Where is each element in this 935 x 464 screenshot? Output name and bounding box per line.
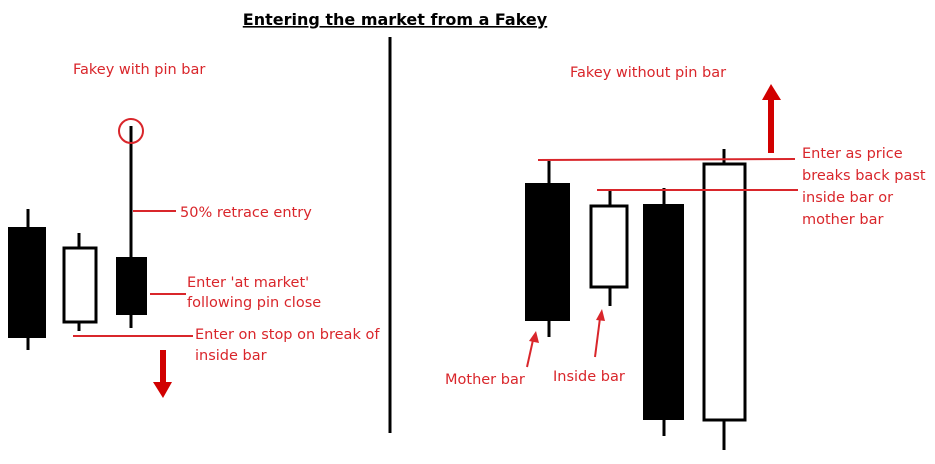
right-panel: Fakey without pin bar Enter as price bre… bbox=[445, 65, 926, 450]
candle-pin-bar bbox=[116, 126, 147, 328]
inside-bar-label: Inside bar bbox=[553, 369, 625, 385]
mother-bar-pointer-arrow-icon bbox=[526, 331, 539, 368]
candle-reversal bbox=[702, 149, 747, 450]
pin-high-circle bbox=[118, 118, 144, 144]
up-arrow-icon bbox=[762, 84, 781, 153]
right-panel-heading: Fakey without pin bar bbox=[570, 65, 726, 81]
inside-bar-pointer-arrow-icon bbox=[594, 309, 605, 358]
retrace-label: 50% retrace entry bbox=[180, 205, 312, 221]
enter-label-1: Enter as price bbox=[802, 146, 903, 162]
at-market-label-1: Enter 'at market' bbox=[187, 275, 309, 291]
stop-label-1: Enter on stop on break of bbox=[195, 327, 380, 343]
diagram-title: Entering the market from a Fakey bbox=[243, 10, 548, 29]
mother-bar-label: Mother bar bbox=[445, 372, 525, 388]
stop-label-2: inside bar bbox=[195, 348, 267, 364]
down-arrow-icon bbox=[153, 350, 172, 398]
candle-false-break bbox=[643, 188, 684, 436]
at-market-label-2: following pin close bbox=[187, 295, 321, 311]
enter-label-3: inside bar or bbox=[802, 190, 893, 206]
candle-mother-bar-right bbox=[525, 161, 570, 337]
enter-label-2: breaks back past bbox=[802, 168, 926, 184]
mother-bar-high-line bbox=[537, 158, 796, 161]
candle-inside-bar-left bbox=[62, 233, 98, 331]
candle-mother-bar-left bbox=[8, 209, 46, 350]
candle-inside-bar-right bbox=[589, 190, 629, 306]
left-panel-heading: Fakey with pin bar bbox=[73, 62, 205, 78]
left-panel: Fakey with pin bar 50% retrace entry Ent… bbox=[8, 62, 380, 398]
enter-label-4: mother bar bbox=[802, 212, 883, 228]
